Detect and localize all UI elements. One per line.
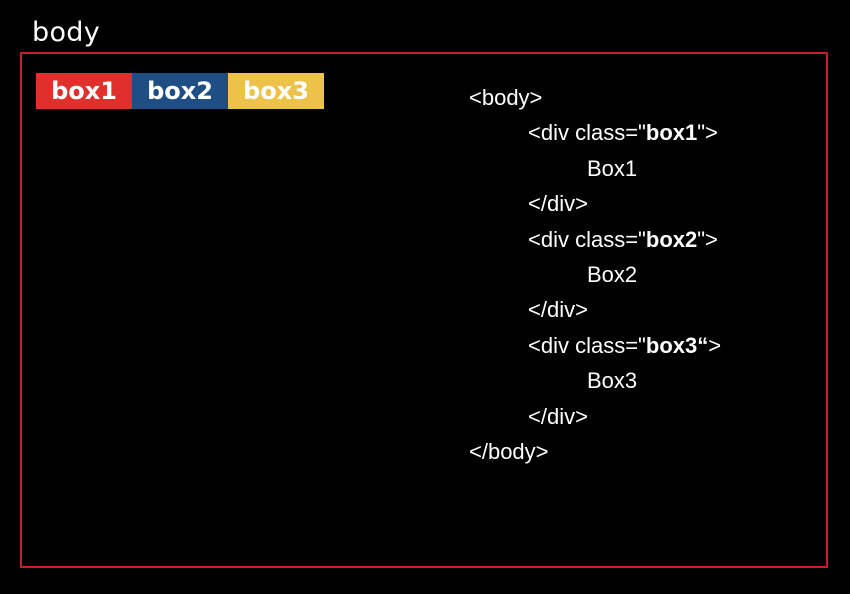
code-body-close: </body> [469, 438, 549, 464]
body-label: body [32, 17, 100, 48]
code-div1-class: box1 [645, 120, 698, 146]
code-div2-close: </div> [528, 297, 588, 323]
code-div3-close: </div> [528, 403, 588, 429]
html-code-listing: <body> <div class="box1"> Box1 </div> <d… [469, 80, 721, 469]
code-div3-class: box3“ [645, 332, 709, 358]
code-div1-close: </div> [528, 191, 588, 217]
box2: box2 [132, 73, 228, 109]
body-container-frame [20, 52, 828, 568]
boxes-row: box1 box2 box3 [36, 73, 324, 109]
code-div3-text: Box3 [587, 368, 638, 394]
code-div2-suffix: "> [697, 226, 718, 252]
code-body-open: <body> [469, 85, 543, 110]
code-div-open-prefix: <div class=" [528, 332, 646, 358]
code-div-open-prefix: <div class=" [528, 120, 646, 146]
code-div3-open: <div class="box3“> [469, 328, 721, 363]
code-div1-text: Box1 [587, 155, 638, 181]
code-div3-suffix: > [708, 332, 722, 358]
code-div2-text: Box2 [587, 261, 638, 287]
code-div1-suffix: "> [697, 120, 718, 146]
box3: box3 [228, 73, 324, 109]
code-div1-open: <div class="box1"> [469, 115, 721, 150]
box1: box1 [36, 73, 132, 109]
code-div2-class: box2 [645, 226, 698, 252]
code-div-open-prefix: <div class=" [528, 226, 646, 252]
code-div2-open: <div class="box2"> [469, 222, 721, 257]
